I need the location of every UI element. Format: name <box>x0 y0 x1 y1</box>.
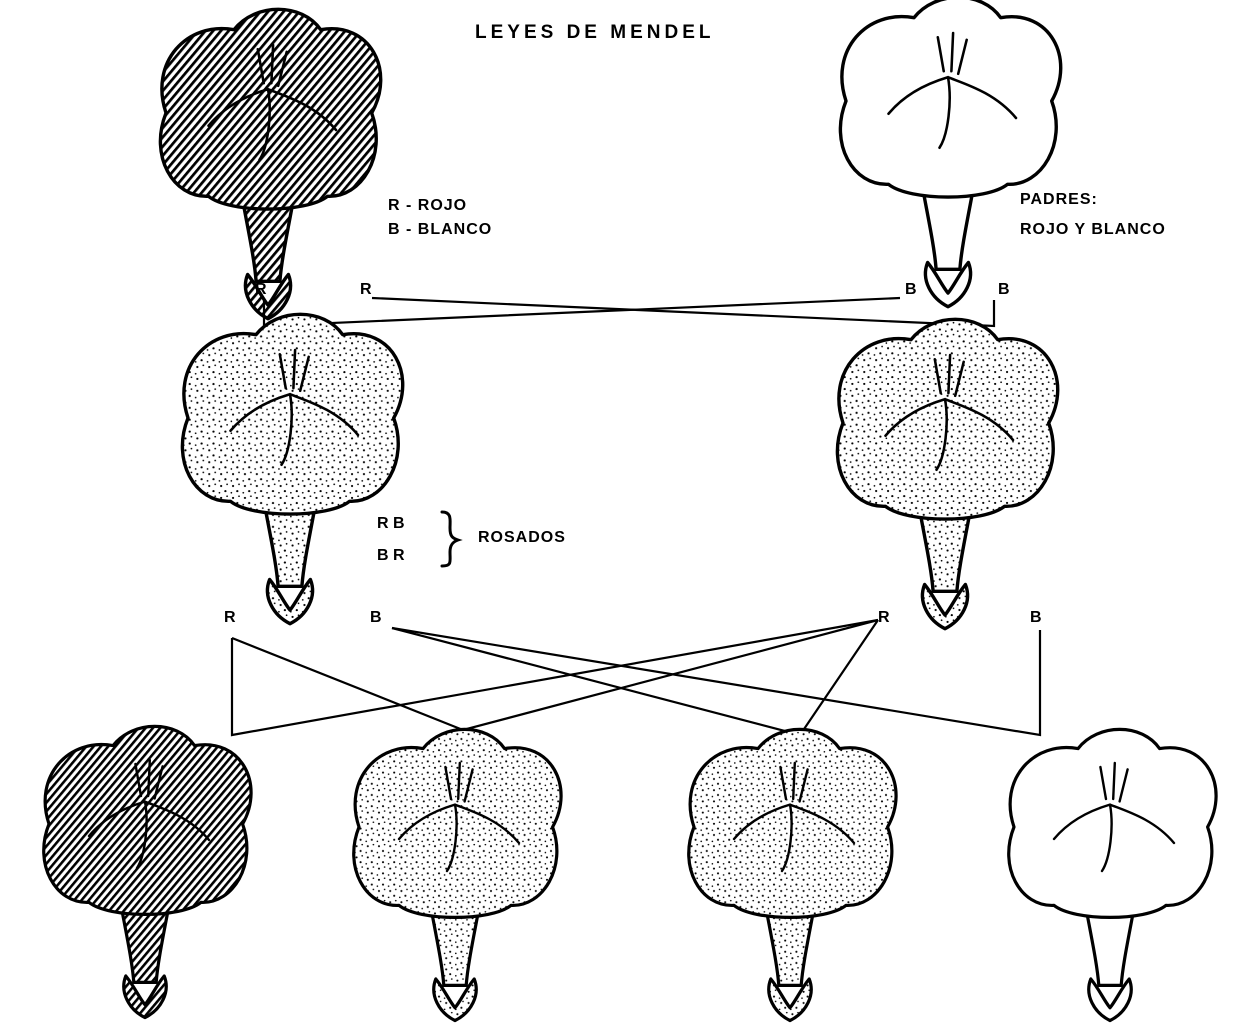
flower-f1-pink-left <box>182 314 402 623</box>
hybrid-brace <box>442 512 458 566</box>
allele-f1b-left: R <box>878 609 890 626</box>
flower-f2-pink-2 <box>689 729 896 1020</box>
allele-p1-left: R <box>255 281 267 298</box>
flower-parent-white <box>840 0 1060 307</box>
flower-f1-pink-right <box>837 319 1057 628</box>
flower-f2-pink-1 <box>354 729 561 1020</box>
parents-label-line1: PADRES: <box>1020 191 1098 208</box>
allele-p2-left: B <box>905 281 917 298</box>
flower-f2-red <box>44 726 251 1017</box>
flower-parent-red <box>160 9 380 318</box>
allele-p2-right: B <box>998 281 1010 298</box>
hybrid-name: ROSADOS <box>478 529 566 546</box>
hybrid-row1: R B <box>377 515 405 532</box>
hybrid-row2: B R <box>377 547 405 564</box>
legend-b: B - BLANCO <box>388 221 492 238</box>
flower-f2-white <box>1009 729 1216 1020</box>
parents-label-line2: ROJO Y BLANCO <box>1020 221 1166 238</box>
allele-f1a-left: R <box>224 609 236 626</box>
f1-cross-lines <box>232 620 1040 735</box>
parent-cross-lines <box>264 298 994 326</box>
legend-r: R - ROJO <box>388 197 467 214</box>
allele-p1-right: R <box>360 281 372 298</box>
diagram-title: LEYES DE MENDEL <box>475 22 714 43</box>
allele-f1a-right: B <box>370 609 382 626</box>
allele-f1b-right: B <box>1030 609 1042 626</box>
